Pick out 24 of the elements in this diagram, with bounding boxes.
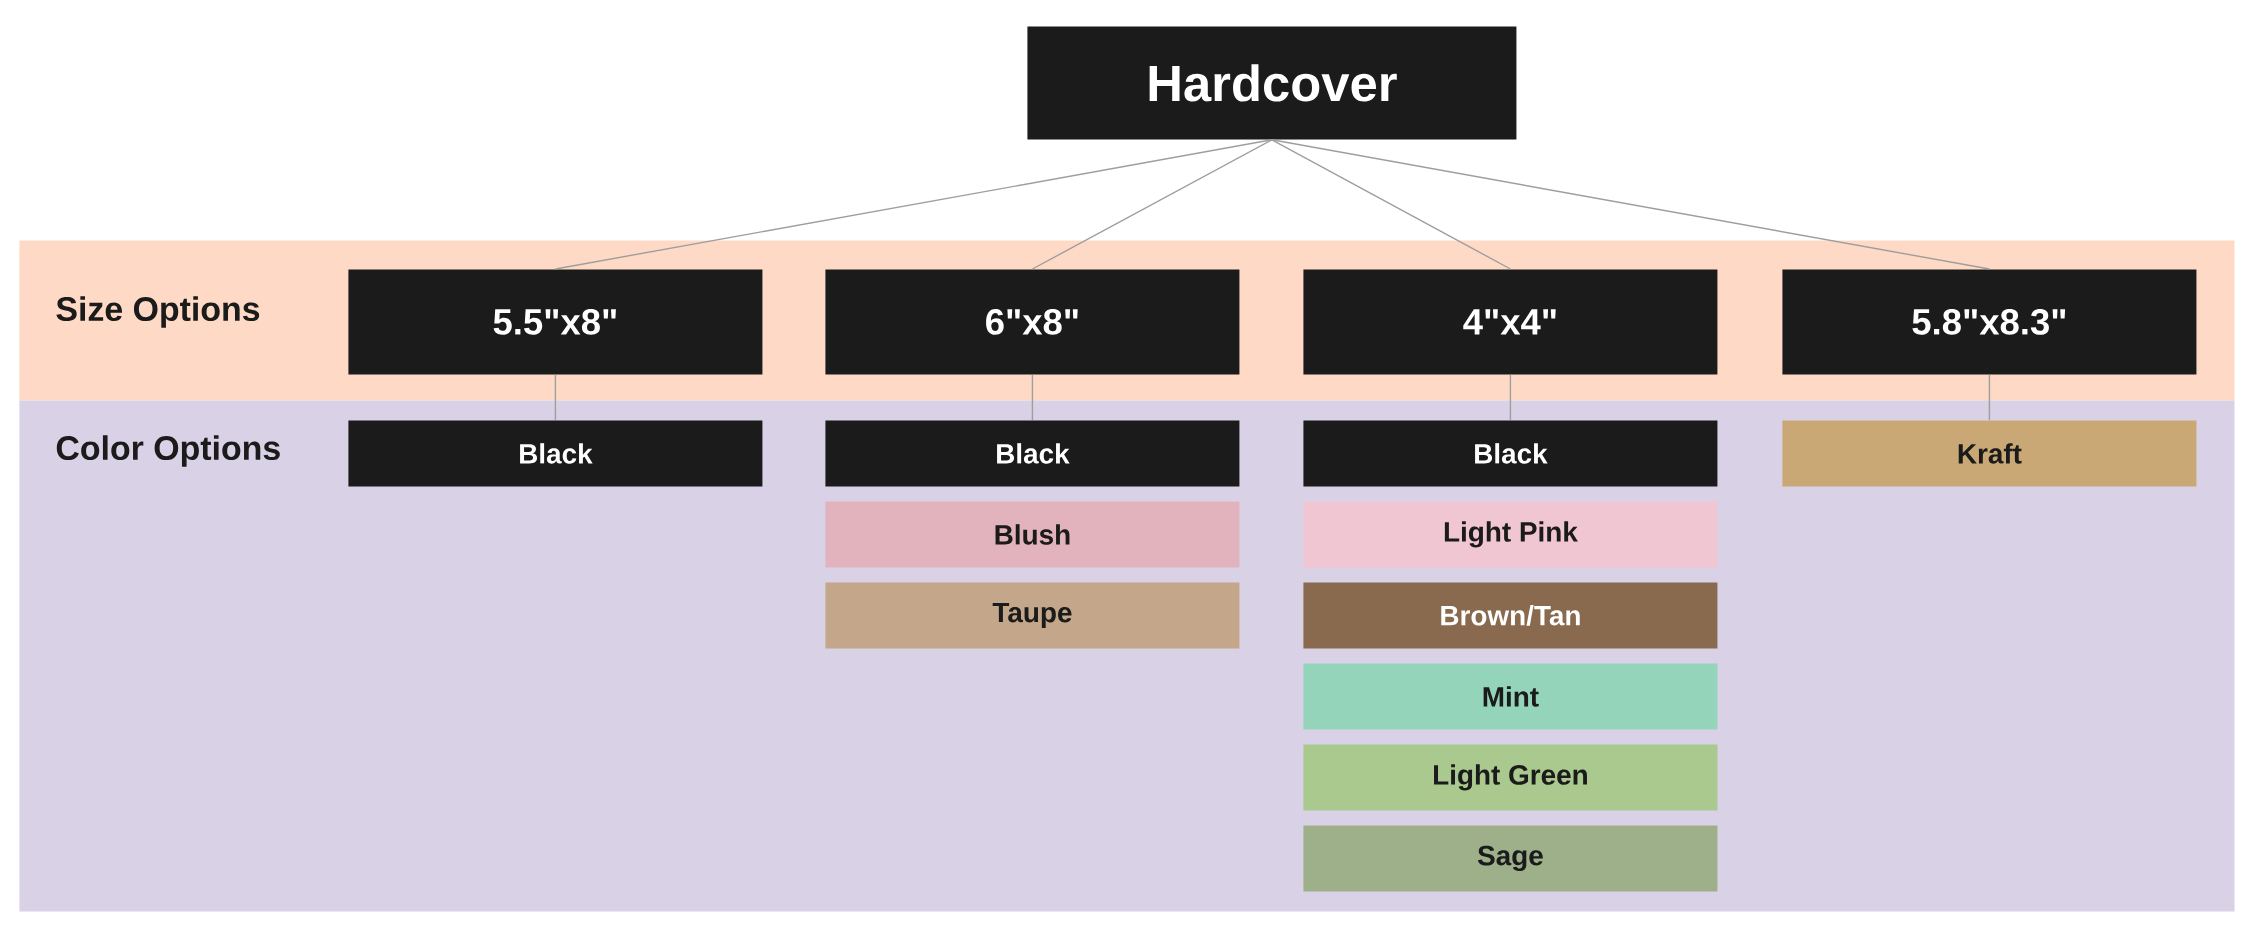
option-box: Black	[348, 420, 763, 487]
connector-line	[1988, 374, 1991, 421]
option-box: Light Green	[1303, 744, 1718, 811]
option-box: Kraft	[1782, 420, 2197, 487]
connector-line	[1031, 139, 1273, 270]
option-box: 5.5"x8"	[348, 269, 763, 375]
option-box: Blush	[825, 501, 1240, 568]
connector-line	[1271, 139, 1512, 270]
option-box: Sage	[1303, 825, 1718, 892]
option-box: 4"x4"	[1303, 269, 1718, 375]
connector-line	[1271, 139, 1991, 270]
connector-line	[1031, 374, 1034, 421]
option-box: Taupe	[825, 582, 1240, 649]
option-box: Mint	[1303, 663, 1718, 730]
title-box: Hardcover	[1027, 26, 1517, 140]
option-box: Black	[1303, 420, 1718, 487]
option-box: Light Pink	[1303, 501, 1718, 568]
option-box: Brown/Tan	[1303, 582, 1718, 649]
option-box: 5.8"x8.3"	[1782, 269, 2197, 375]
option-box: Black	[825, 420, 1240, 487]
connector-line	[1509, 374, 1512, 421]
option-box: 6"x8"	[825, 269, 1240, 375]
connector-line	[554, 374, 557, 421]
connector-line	[554, 139, 1273, 270]
